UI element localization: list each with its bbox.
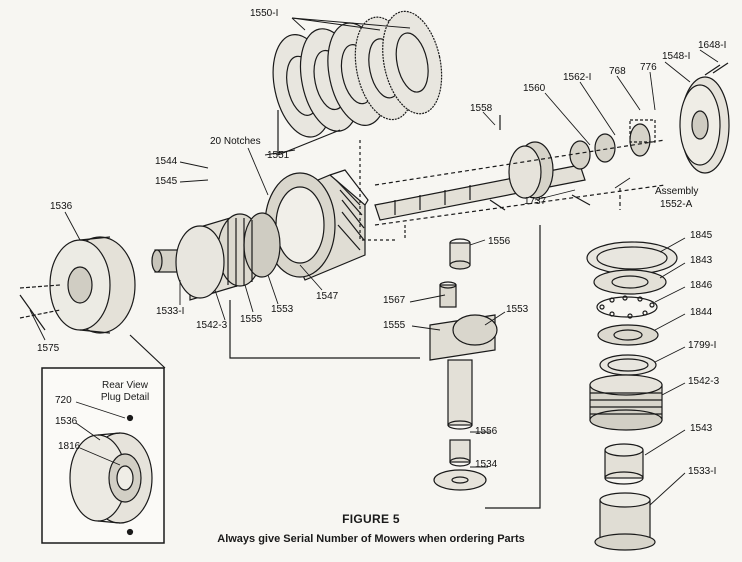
- label-1553: 1553: [271, 304, 294, 315]
- label-1550-1: 1550-I: [250, 8, 279, 19]
- label-1547: 1547: [316, 291, 339, 302]
- label-1843: 1843: [690, 255, 713, 266]
- connector-lines: [229, 140, 541, 509]
- label-1545: 1545: [155, 176, 178, 187]
- label-1567: 1567: [383, 295, 406, 306]
- label-1551: 1551: [267, 150, 290, 161]
- label-1548-1: 1548-I: [662, 51, 691, 62]
- clutch-plates-drawing: [272, 10, 443, 156]
- label-1737: 1737: [524, 196, 547, 207]
- label-1575: 1575: [37, 343, 60, 354]
- label-1536-inset: 1536: [55, 416, 78, 427]
- label-768: 768: [609, 66, 626, 77]
- bearing-stack-drawing: [586, 241, 678, 551]
- inset-title: Rear View Plug Detail: [90, 380, 160, 404]
- label-1533-1-right: 1533-I: [688, 466, 717, 477]
- label-1558: 1558: [470, 103, 493, 114]
- label-20-notches: 20 Notches: [210, 136, 261, 147]
- inset-title-line1: Rear View: [102, 380, 148, 391]
- label-1544: 1544: [155, 156, 178, 167]
- label-1846: 1846: [690, 280, 713, 291]
- label-1799-1: 1799-I: [688, 340, 717, 351]
- label-1542-3: 1542-3: [196, 320, 228, 331]
- label-1555-center: 1555: [383, 320, 406, 331]
- label-776: 776: [640, 62, 657, 73]
- end-plate-drawing: [679, 62, 730, 174]
- gear-hub-drawing: [151, 212, 281, 301]
- label-1553-center: 1553: [506, 304, 529, 315]
- label-1648-1: 1648-I: [698, 40, 727, 51]
- figure-title: FIGURE 5: [342, 512, 400, 526]
- label-assembly: Assembly: [655, 186, 699, 197]
- planet-shaft-drawing: [429, 238, 498, 491]
- drum-1547-drawing: [264, 169, 369, 281]
- label-1560: 1560: [523, 83, 546, 94]
- assembly-leader-lines: [374, 139, 666, 226]
- label-1533-1: 1533-I: [156, 306, 185, 317]
- label-1534: 1534: [475, 459, 498, 470]
- figure-note: Always give Serial Number of Mowers when…: [217, 533, 525, 545]
- label-1555: 1555: [240, 314, 263, 325]
- label-leaders: [29, 17, 719, 506]
- label-1552-a: 1552-A: [660, 199, 693, 210]
- label-1556-bottom: 1556: [475, 426, 498, 437]
- label-720: 720: [55, 395, 72, 406]
- label-1556-top: 1556: [488, 236, 511, 247]
- housing-1536-drawing: [19, 236, 136, 334]
- label-1562-1: 1562-I: [563, 72, 592, 83]
- label-1543: 1543: [690, 423, 713, 434]
- shaft-assembly-drawing: [374, 115, 656, 240]
- label-1844: 1844: [690, 307, 713, 318]
- label-1816: 1816: [58, 441, 81, 452]
- rear-view-inset: [41, 334, 166, 544]
- label-1845: 1845: [690, 230, 713, 241]
- inset-title-line2: Plug Detail: [100, 392, 150, 403]
- label-1542-3-right: 1542-3: [688, 376, 720, 387]
- label-1536: 1536: [50, 201, 73, 212]
